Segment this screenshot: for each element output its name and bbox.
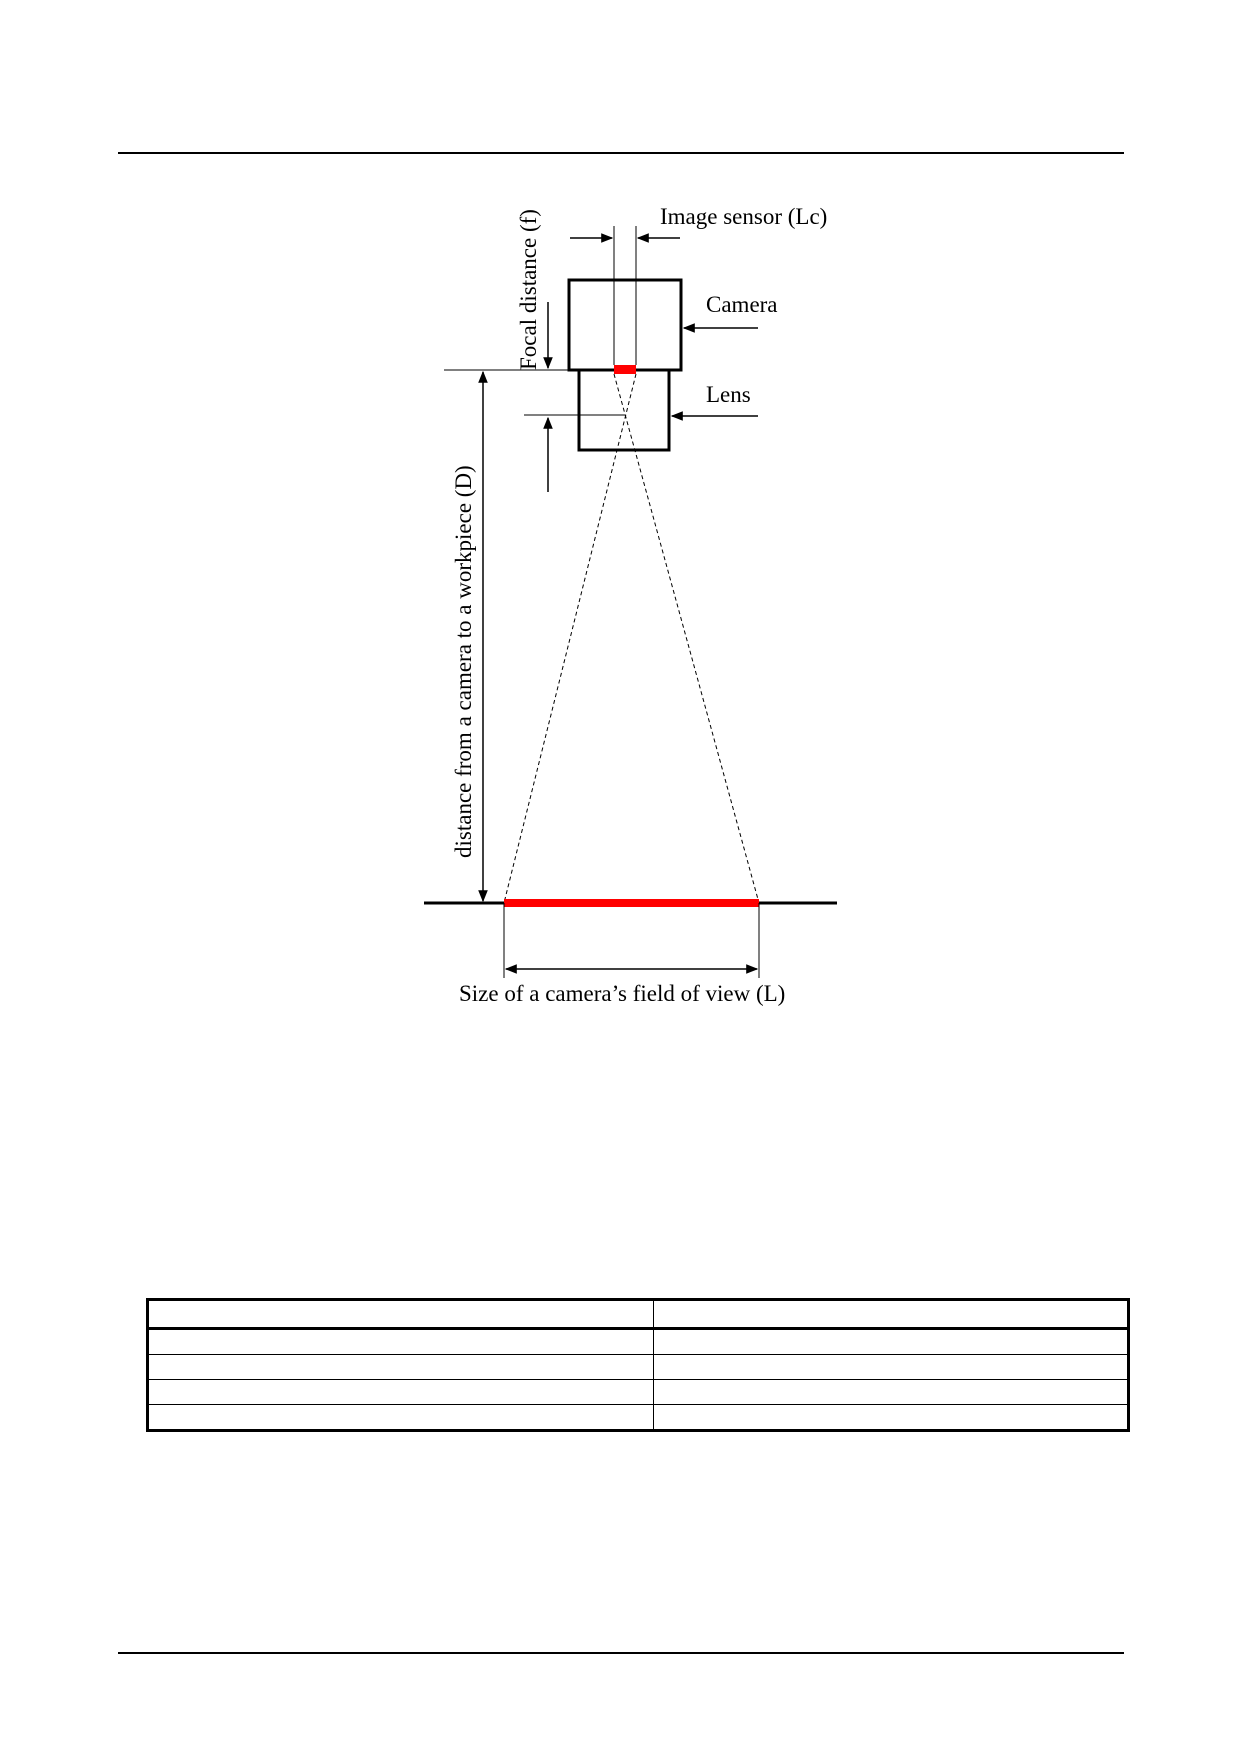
field-of-view-label: Size of a camera’s field of view (L) xyxy=(459,981,785,1006)
table-cell xyxy=(147,1328,654,1355)
camera-geometry-diagram: Image sensor (Lc) Camera Lens Focal dist… xyxy=(424,204,837,1006)
fov-ray-right xyxy=(613,373,760,904)
camera-label: Camera xyxy=(706,292,778,317)
table-cell xyxy=(653,1354,1129,1380)
working-distance-label: distance from a camera to a workpiece (D… xyxy=(451,465,476,858)
table-cell xyxy=(147,1299,654,1330)
table-row xyxy=(147,1404,1129,1431)
footer-rule xyxy=(118,1652,1124,1654)
table-cell xyxy=(147,1354,654,1380)
image-sensor xyxy=(614,365,636,374)
spec-table xyxy=(146,1298,1130,1432)
table-cell xyxy=(653,1299,1129,1330)
focal-distance-label: Focal distance (f) xyxy=(516,209,541,370)
header-rule xyxy=(118,152,1124,154)
camera-body xyxy=(567,278,683,372)
table-row xyxy=(147,1328,1129,1355)
image-sensor-label: Image sensor (Lc) xyxy=(660,204,827,229)
fov-ray-left xyxy=(503,373,637,904)
table-row xyxy=(147,1299,1129,1330)
table-cell xyxy=(653,1404,1129,1431)
table-cell xyxy=(653,1328,1129,1355)
table-cell xyxy=(147,1404,654,1431)
table-row xyxy=(147,1354,1129,1380)
table-cell xyxy=(147,1379,654,1405)
table-cell xyxy=(653,1379,1129,1405)
lens-label: Lens xyxy=(706,382,751,407)
table-row xyxy=(147,1379,1129,1405)
